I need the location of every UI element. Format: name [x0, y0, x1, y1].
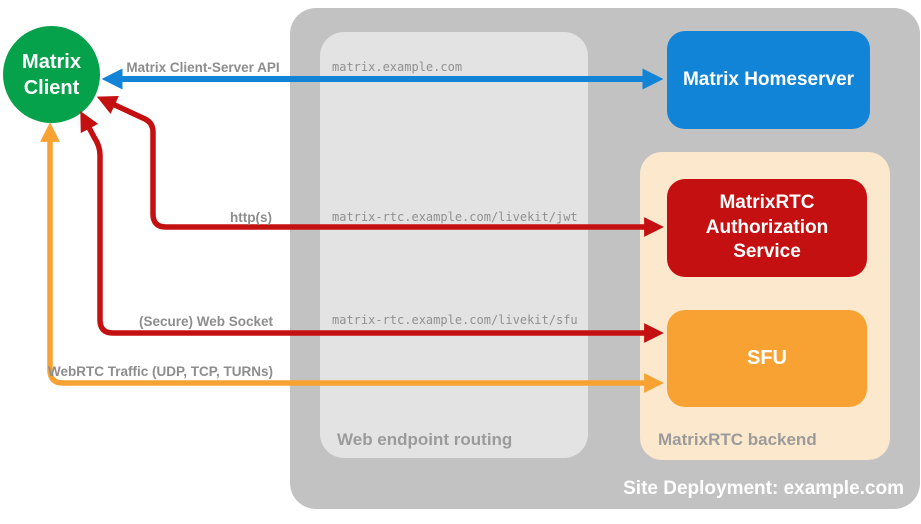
sfu-endpoint-text: matrix-rtc.example.com/livekit/sfu [332, 313, 578, 327]
matrix-client-node: Matrix Client [3, 26, 100, 123]
matrixrtc-backend-label: MatrixRTC backend [658, 430, 817, 449]
matrix-homeserver-node: Matrix Homeserver [667, 31, 870, 129]
jwt-endpoint-text: matrix-rtc.example.com/livekit/jwt [332, 210, 578, 224]
client-server-api-label: Matrix Client-Server API [126, 60, 280, 75]
matrixrtc-authorization-service-node: MatrixRTC Authorization Service [667, 179, 867, 277]
web-endpoint-routing-container: Web endpoint routing [320, 32, 588, 458]
web-endpoint-routing-label: Web endpoint routing [337, 430, 513, 449]
homeserver-endpoint-text: matrix.example.com [332, 60, 463, 74]
secure-web-socket-label: (Secure) Web Socket [138, 314, 273, 329]
webrtc-traffic-label: WebRTC Traffic (UDP, TCP, TURNs) [47, 364, 273, 379]
https-label: http(s) [230, 210, 272, 225]
site-deployment-label: Site Deployment: example.com [623, 478, 904, 499]
sfu-node: SFU [667, 310, 867, 407]
